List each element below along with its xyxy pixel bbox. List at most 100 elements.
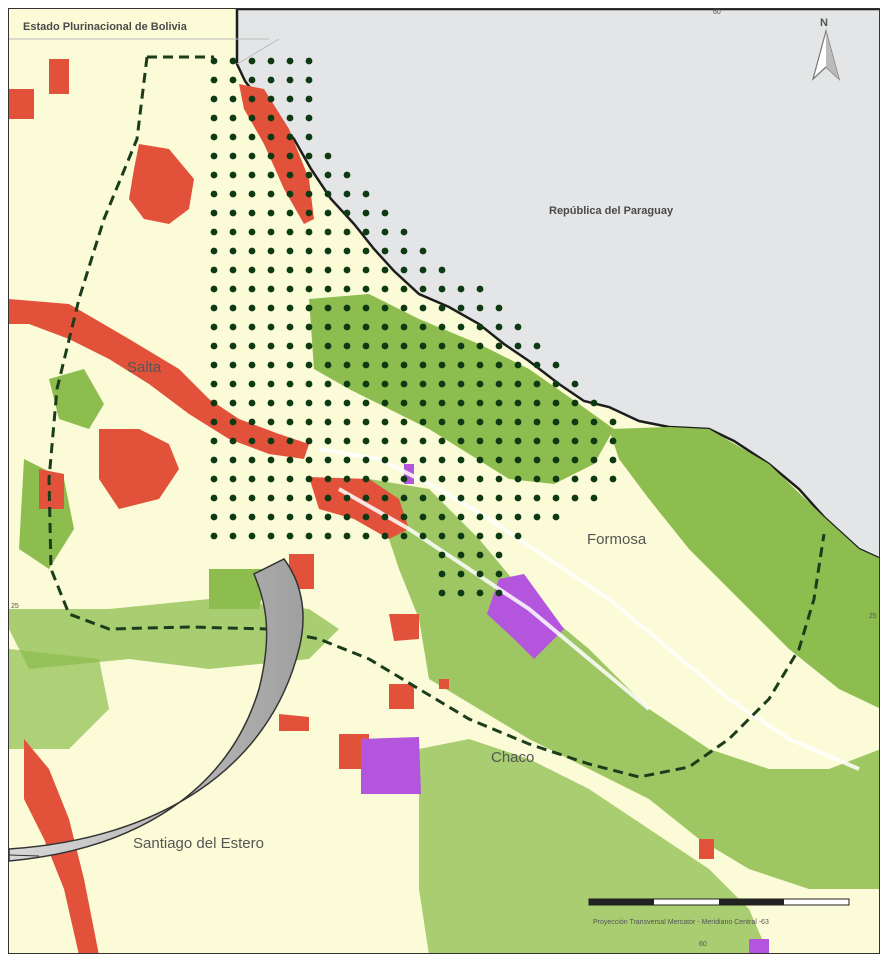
sample-point (419, 532, 427, 540)
sample-point (229, 114, 237, 122)
sample-point (324, 152, 332, 160)
callout-shape (9, 558, 304, 862)
sample-point (210, 209, 218, 217)
sample-point (514, 418, 522, 426)
sample-point (248, 304, 256, 312)
sample-point (476, 399, 484, 407)
sample-point (324, 380, 332, 388)
sample-point (514, 323, 522, 331)
sample-point (286, 266, 294, 274)
sample-point (324, 494, 332, 502)
sample-point (343, 342, 351, 350)
sample-point (381, 323, 389, 331)
sample-point (457, 399, 465, 407)
sample-point (343, 190, 351, 198)
sample-point (514, 437, 522, 445)
sample-point (533, 380, 541, 388)
sample-point (248, 57, 256, 65)
sample-point (248, 323, 256, 331)
sample-point (476, 285, 484, 293)
sample-point (286, 494, 294, 502)
sample-point (305, 513, 313, 521)
sample-point (457, 437, 465, 445)
sample-point (476, 380, 484, 388)
sample-point (590, 418, 598, 426)
sample-point (267, 190, 275, 198)
sample-point (533, 399, 541, 407)
sample-point (229, 95, 237, 103)
sample-point (248, 418, 256, 426)
sample-point (248, 209, 256, 217)
sample-point (400, 247, 408, 255)
sample-point (381, 399, 389, 407)
label-paraguay: República del Paraguay (549, 205, 674, 217)
sample-point (229, 57, 237, 65)
sample-point (286, 380, 294, 388)
sample-point (514, 380, 522, 388)
sample-point (248, 532, 256, 540)
sample-point (457, 475, 465, 483)
sample-point (400, 399, 408, 407)
sample-point (343, 266, 351, 274)
sample-point (305, 418, 313, 426)
sample-point (533, 456, 541, 464)
sample-point (438, 532, 446, 540)
sample-point (609, 418, 617, 426)
sample-point (343, 285, 351, 293)
sample-point (210, 513, 218, 521)
sample-point (286, 456, 294, 464)
sample-point (305, 475, 313, 483)
scale-bar (588, 898, 850, 906)
sample-point (571, 475, 579, 483)
sample-point (381, 342, 389, 350)
sample-point (590, 399, 598, 407)
sample-point (248, 399, 256, 407)
sample-point (248, 228, 256, 236)
sample-point (210, 361, 218, 369)
sample-point (248, 475, 256, 483)
sample-point (438, 513, 446, 521)
sample-point (438, 475, 446, 483)
sample-point (229, 76, 237, 84)
sample-point (552, 399, 560, 407)
sample-point (438, 399, 446, 407)
sample-point (267, 494, 275, 502)
sample-point (552, 437, 560, 445)
sample-point (229, 475, 237, 483)
sample-point (305, 494, 313, 502)
sample-point (362, 475, 370, 483)
sample-point (400, 418, 408, 426)
sample-point (438, 551, 446, 559)
sample-point (248, 190, 256, 198)
sample-point (457, 380, 465, 388)
sample-point (457, 494, 465, 502)
sample-point (457, 551, 465, 559)
sample-point (457, 304, 465, 312)
sample-point (343, 209, 351, 217)
sample-point (552, 456, 560, 464)
sample-point (495, 418, 503, 426)
sample-point (400, 532, 408, 540)
sample-point (229, 494, 237, 502)
sample-point (419, 380, 427, 388)
sample-point (438, 418, 446, 426)
sample-point (495, 323, 503, 331)
sample-point (533, 418, 541, 426)
sample-point (571, 494, 579, 502)
sample-point (267, 532, 275, 540)
sample-point (267, 209, 275, 217)
sample-point (343, 323, 351, 331)
sample-point (400, 380, 408, 388)
sample-point (419, 513, 427, 521)
sample-point (476, 570, 484, 578)
sample-point (495, 304, 503, 312)
sample-point (286, 304, 294, 312)
sample-point (305, 323, 313, 331)
sample-point (476, 456, 484, 464)
sample-point (476, 437, 484, 445)
sample-point (438, 342, 446, 350)
sample-point (381, 437, 389, 445)
sample-point (286, 209, 294, 217)
sample-point (324, 418, 332, 426)
sample-point (286, 399, 294, 407)
